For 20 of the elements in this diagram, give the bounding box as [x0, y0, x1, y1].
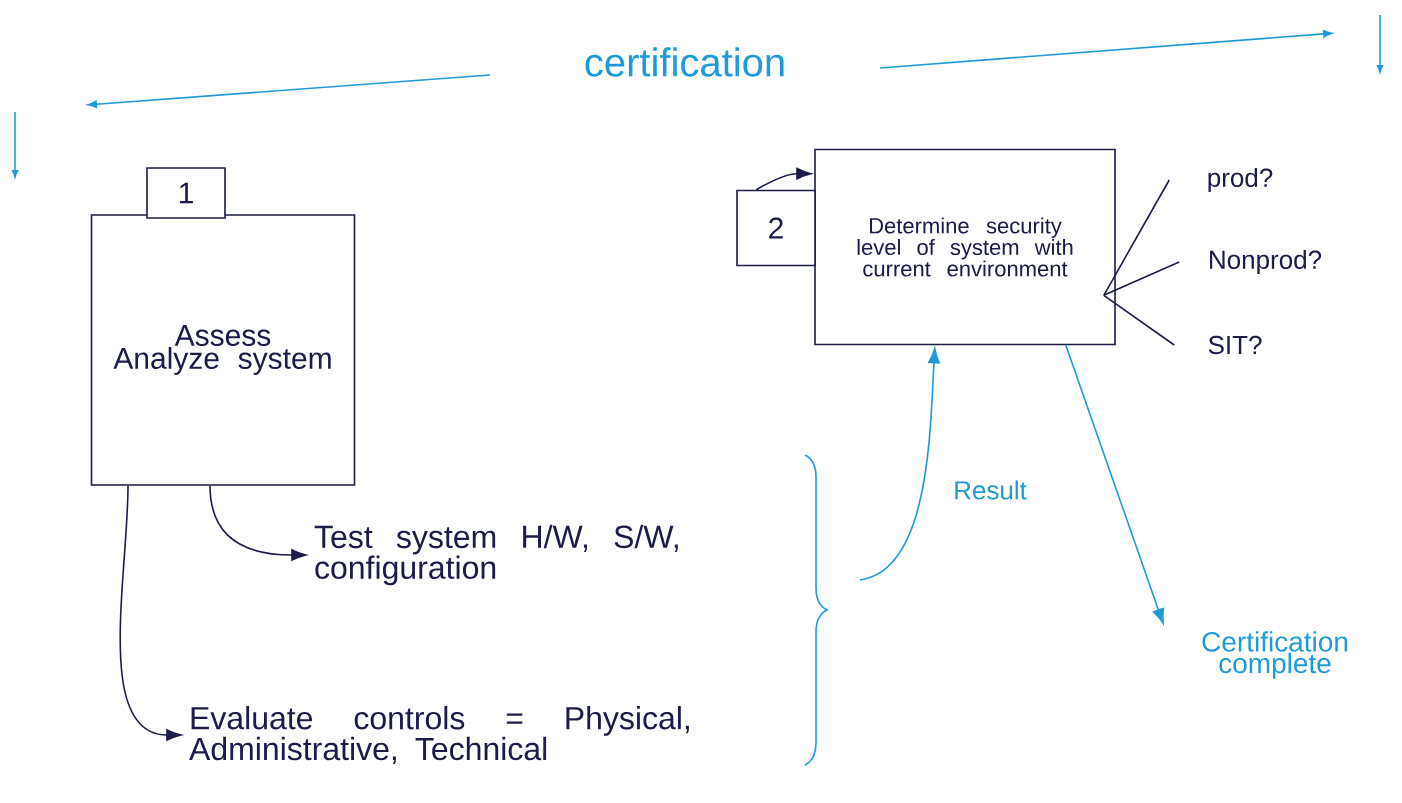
arrow	[119, 485, 182, 741]
annotation-text: Evaluate controls = Physical, Administrative, Technical	[189, 705, 689, 765]
span-label: certification	[585, 47, 784, 77]
option-text: prod?	[1208, 167, 1273, 193]
process-box: Determine security level of system with current environment	[814, 148, 1116, 346]
result-text: Certification complete	[1202, 631, 1348, 679]
arrow	[209, 485, 307, 561]
leader-line	[1103, 179, 1170, 297]
step-number-box: 2	[736, 189, 816, 267]
arrow	[755, 167, 812, 191]
leader-line	[1103, 261, 1180, 297]
leader-line	[1103, 294, 1175, 346]
arrow	[859, 347, 940, 581]
option-text: SIT?	[1208, 335, 1262, 355]
process-box: Assess Analyze system	[90, 214, 356, 486]
option-text: Nonprod?	[1210, 249, 1322, 275]
edge-label: Result	[951, 478, 1029, 502]
arrow	[1065, 344, 1165, 624]
step-number-box: 1	[146, 167, 226, 219]
annotation-text: Test system H/W, S/W, configuration	[314, 524, 678, 586]
